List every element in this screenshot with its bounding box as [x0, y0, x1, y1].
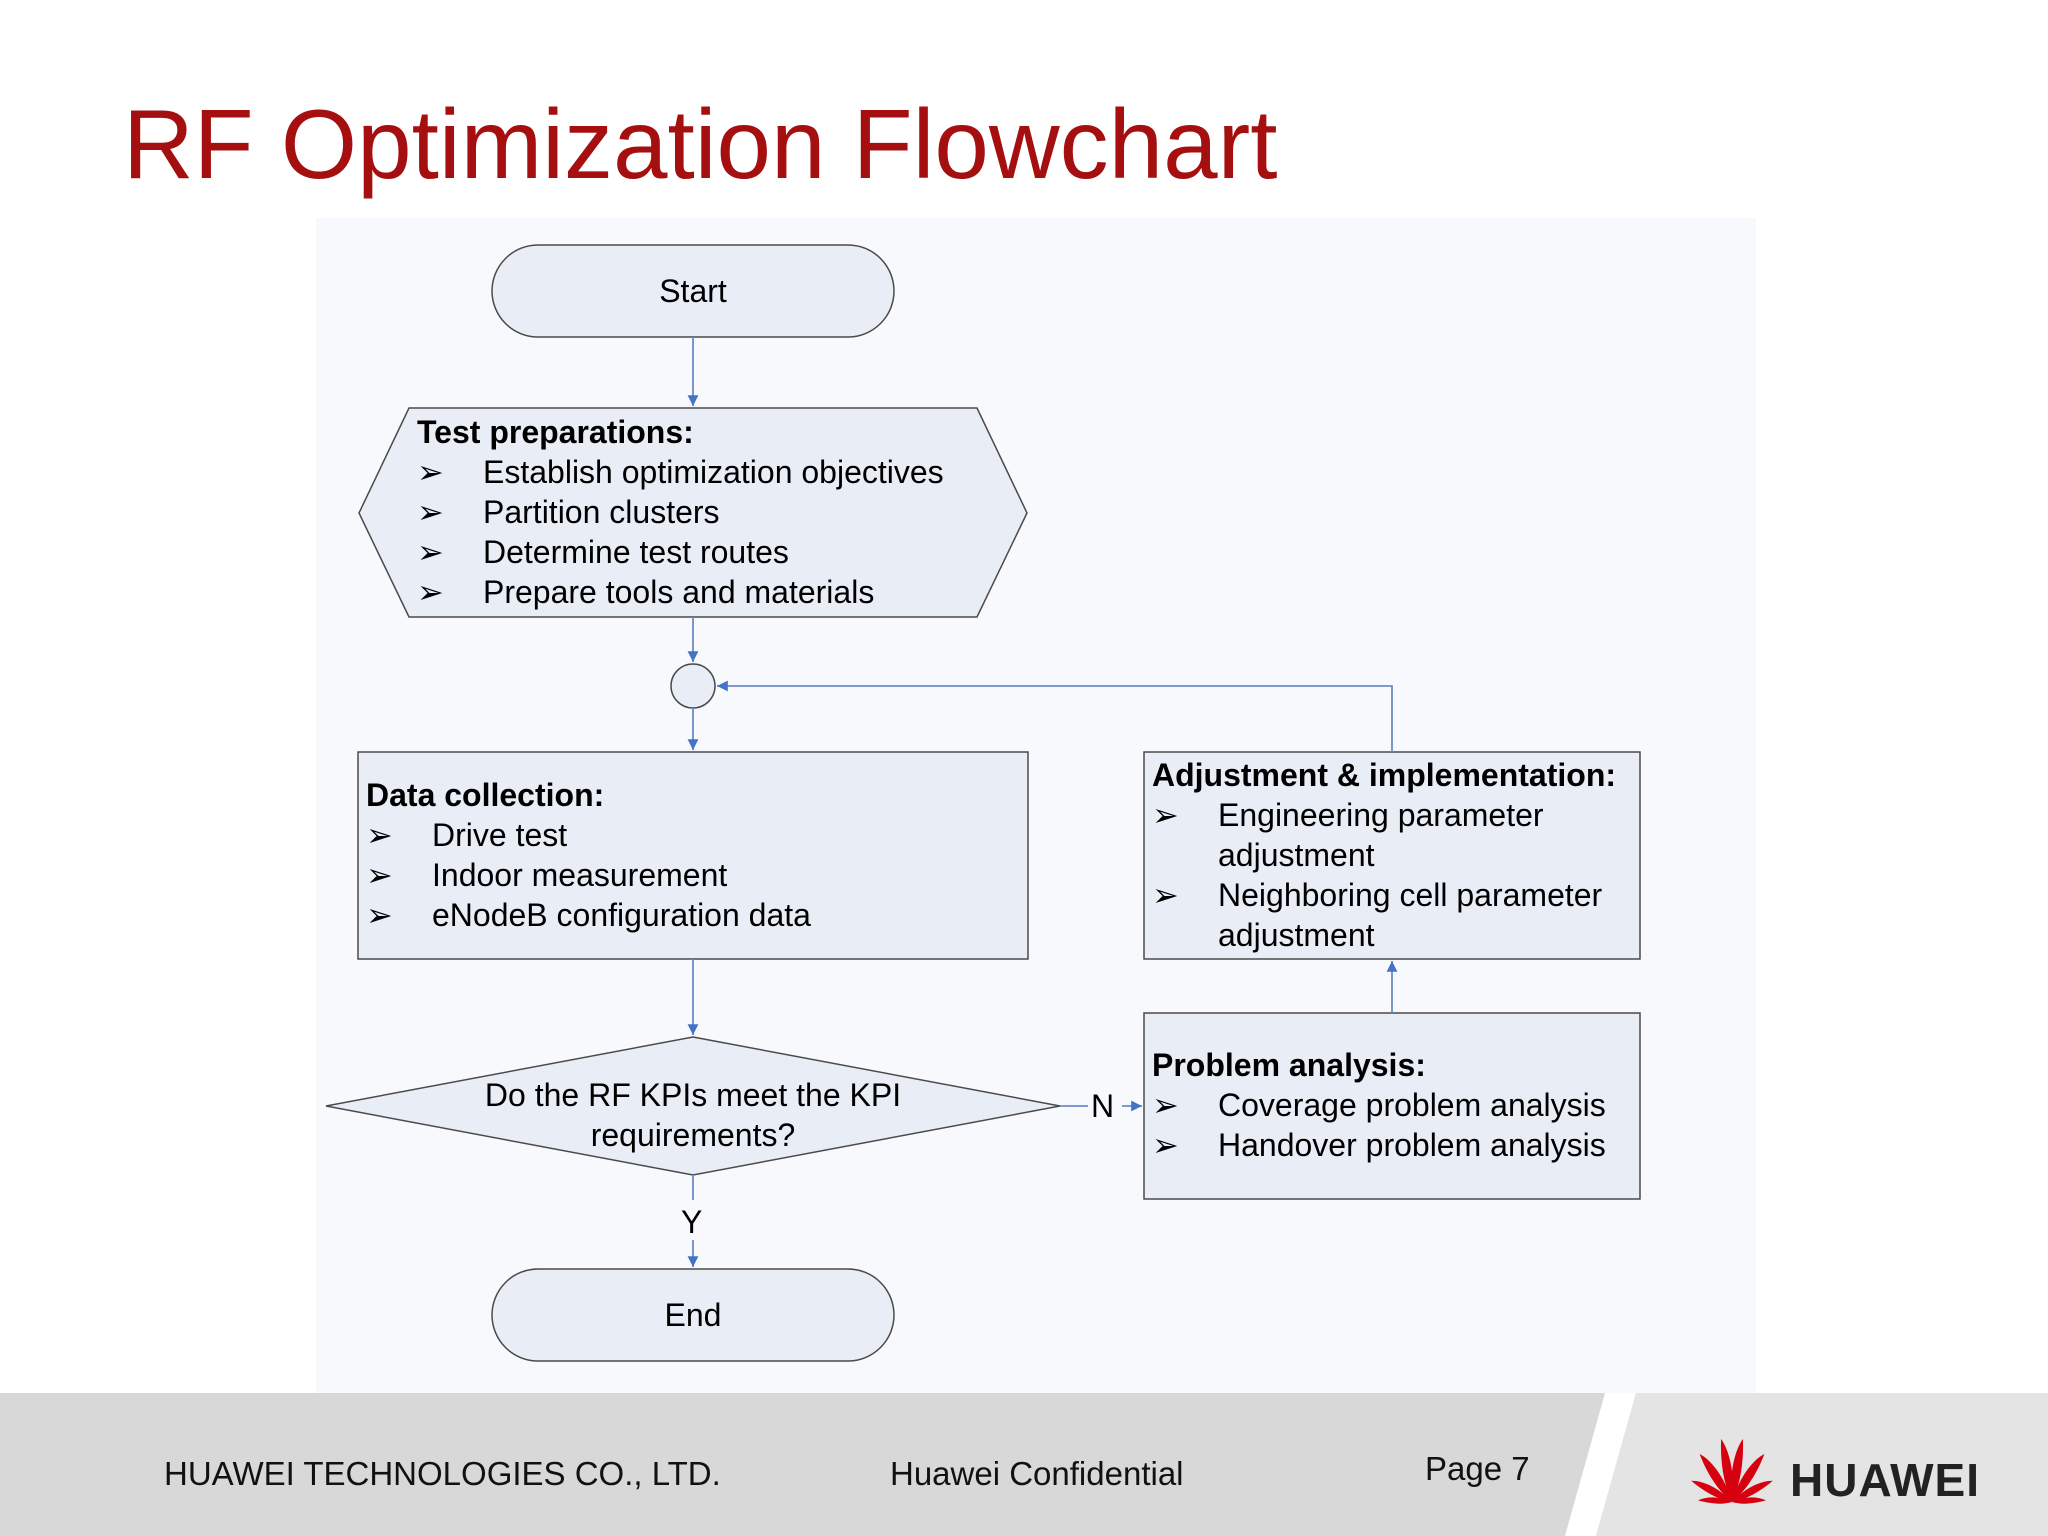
- list-item: ➢Coverage problem analysis: [1152, 1087, 1606, 1123]
- end-terminal: [491, 1268, 895, 1362]
- footer-page-number: Page 7: [1425, 1450, 1530, 1487]
- data-collection-node: [357, 751, 1029, 960]
- list-item: ➢Drive test: [366, 817, 568, 853]
- start-label: Start: [659, 273, 727, 309]
- arrow-adjustment-to-junction: [717, 680, 1393, 752]
- huawei-brand-name: HUAWEI: [1790, 1454, 1980, 1506]
- problem-analysis-heading: Problem analysis:: [1152, 1047, 1426, 1083]
- slide-title: RF Optimization Flowchart: [123, 89, 1278, 199]
- list-item: ➢Indoor measurement: [366, 857, 728, 893]
- problem-analysis-text: Problem analysis: ➢Coverage problem anal…: [1152, 1045, 1638, 1165]
- huawei-logo-icon: [1691, 1438, 1773, 1504]
- adjustment-heading: Adjustment & implementation:: [1152, 757, 1617, 793]
- decision-yes-label: Y: [681, 1204, 703, 1240]
- list-item: ➢eNodeB configuration data: [366, 897, 811, 933]
- list-item: ➢Prepare tools and materials: [417, 574, 875, 610]
- decision-no-label: N: [1091, 1088, 1115, 1124]
- test-preparations-heading: Test preparations:: [417, 414, 694, 450]
- data-collection-text: Data collection: ➢Drive test ➢Indoor mea…: [366, 775, 1016, 935]
- footer-confidential: Huawei Confidential: [890, 1455, 1184, 1492]
- list-item: ➢Establish optimization objectives: [417, 454, 944, 490]
- end-label: End: [664, 1297, 722, 1333]
- problem-analysis-node: [1143, 1012, 1641, 1200]
- data-collection-heading: Data collection:: [366, 777, 605, 813]
- list-item: ➢Engineering parameter adjustment: [1152, 797, 1544, 873]
- test-preparations-text: Test preparations: ➢Establish optimizati…: [417, 412, 977, 612]
- test-preparations-node: [358, 407, 1028, 618]
- footer-company: HUAWEI TECHNOLOGIES CO., LTD.: [164, 1455, 721, 1492]
- list-item: ➢Determine test routes: [417, 534, 789, 570]
- list-item: ➢Handover problem analysis: [1152, 1127, 1606, 1163]
- list-item: ➢Neighboring cell parameter adjustment: [1152, 877, 1603, 953]
- adjustment-text: Adjustment & implementation: ➢Engineerin…: [1152, 755, 1638, 955]
- list-item: ➢Partition clusters: [417, 494, 720, 530]
- adjustment-node: [1143, 751, 1641, 960]
- decision-question: Do the RF KPIs meet the KPI requirements…: [484, 1077, 902, 1153]
